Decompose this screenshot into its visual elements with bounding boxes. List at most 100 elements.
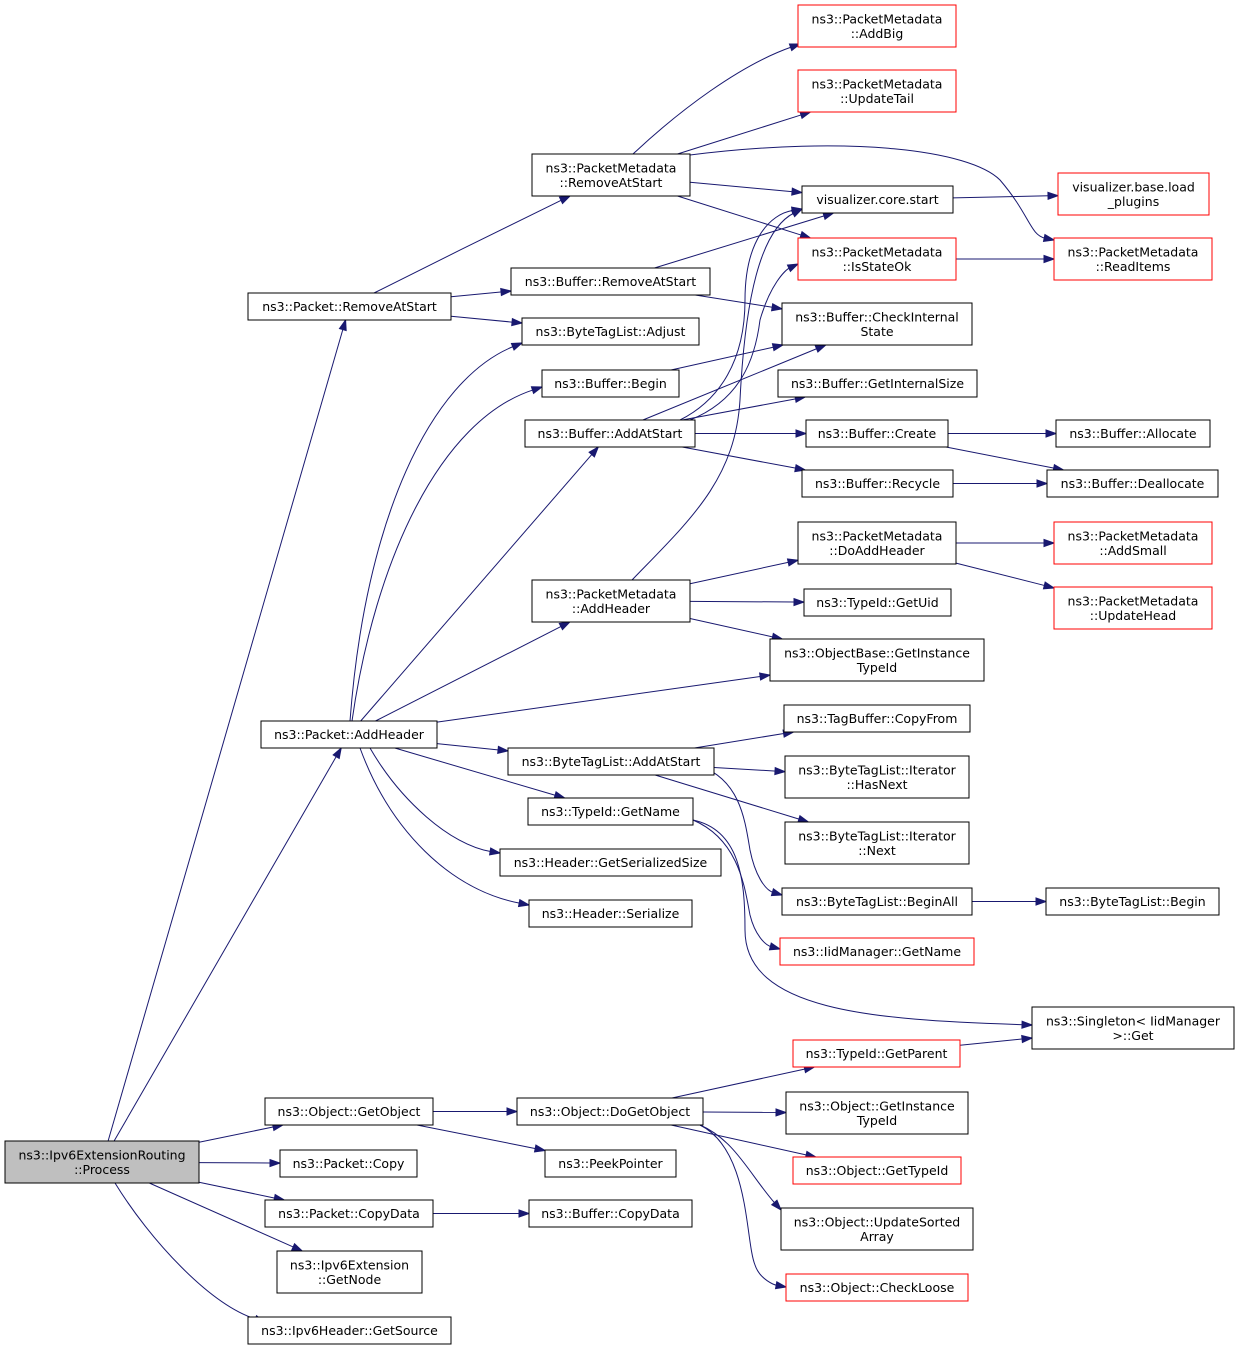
function-name-label: _plugins (1107, 194, 1159, 209)
function-node[interactable]: ns3::PacketMetadata::AddBig (797, 4, 957, 48)
function-node[interactable]: ns3::Buffer::Recycle (801, 469, 954, 498)
function-name-label: ns3::Object::GetInstance (799, 1098, 955, 1113)
function-node[interactable]: ns3::ByteTagList::Iterator::HasNext (784, 755, 970, 799)
edge-n18-n41 (699, 1124, 788, 1290)
edge-n24-n43 (956, 254, 1056, 264)
function-node[interactable]: ns3::Buffer::CopyData (528, 1199, 693, 1228)
edge-n37-n48 (959, 1034, 1034, 1046)
function-name-label: ::DoAddHeader (829, 543, 925, 558)
function-name-label: ns3::PacketMetadata (1068, 593, 1199, 608)
function-node[interactable]: ns3::TypeId::GetParent (792, 1039, 961, 1068)
function-node[interactable]: ns3::Buffer::Create (805, 419, 949, 448)
function-node[interactable]: ns3::TagBuffer::CopyFrom (783, 704, 971, 733)
function-name-label: ns3::ByteTagList::Begin (1059, 894, 1205, 909)
function-node[interactable]: ns3::ByteTagList::Iterator::Next (784, 821, 970, 865)
edge-n8-n43 (689, 145, 1056, 242)
function-node[interactable]: ns3::Buffer::RemoveAtStart (510, 267, 711, 296)
function-node[interactable]: ns3::Header::Serialize (528, 899, 693, 928)
function-node[interactable]: ns3::PeekPointer (544, 1149, 677, 1178)
function-node[interactable]: ns3::PacketMetadata::UpdateHead (1053, 586, 1213, 630)
edge-n12-n26 (682, 394, 807, 421)
function-name-label: ::IsStateOk (843, 259, 913, 274)
function-node[interactable]: ns3::Ipv6Header::GetSource (247, 1316, 452, 1345)
function-name-label: ::Next (858, 843, 896, 858)
function-name-label: ns3::Packet::AddHeader (274, 727, 425, 742)
function-name-label: ::AddSmall (1099, 543, 1166, 558)
function-node[interactable]: ns3::Object::GetTypeId (792, 1156, 962, 1185)
edge-n11-n25 (670, 343, 785, 371)
function-name-label: ns3::PacketMetadata (812, 11, 943, 26)
edge-n8-n23 (689, 181, 804, 196)
function-node[interactable]: ns3::Packet::RemoveAtStart (247, 292, 452, 321)
function-name-label: ns3::PacketMetadata (812, 76, 943, 91)
edge-n1-n10 (450, 315, 524, 327)
function-name-label: ::AddHeader (572, 601, 651, 616)
edge-n12-n24 (689, 263, 800, 421)
function-name-label: TypeId (856, 660, 897, 675)
function-node[interactable]: ns3::TypeId::GetName (527, 797, 694, 826)
function-node[interactable]: ns3::Packet::Copy (279, 1149, 418, 1178)
edge-n14-n35 (699, 765, 784, 897)
function-node[interactable]: ns3::Object::GetObject (264, 1097, 434, 1126)
function-node[interactable]: ns3::Buffer::Allocate (1055, 419, 1211, 448)
edge-n13-n31 (689, 618, 784, 641)
function-node[interactable]: ns3::ByteTagList::AddAtStart (507, 747, 715, 776)
function-node[interactable]: ns3::ByteTagList::Adjust (521, 317, 700, 346)
function-name-label: ns3::IidManager::GetName (793, 944, 961, 959)
function-node[interactable]: ns3::PacketMetadata::DoAddHeader (797, 521, 957, 565)
function-name-label: ns3::Packet::Copy (293, 1156, 405, 1171)
function-name-label: ns3::Object::CheckLoose (800, 1280, 955, 1295)
function-node[interactable]: ns3::PacketMetadata::AddHeader (531, 579, 691, 623)
function-node[interactable]: ns3::PacketMetadata::IsStateOk (797, 237, 957, 281)
function-node[interactable]: ns3::Packet::AddHeader (260, 720, 438, 749)
function-name-label: ns3::Buffer::RemoveAtStart (525, 274, 697, 289)
function-name-label: ::RemoveAtStart (560, 175, 663, 190)
function-node[interactable]: ns3::Buffer::GetInternalSize (777, 369, 978, 398)
function-name-label: ns3::ByteTagList::Iterator (798, 828, 956, 843)
function-node[interactable]: ns3::Header::GetSerializedSize (499, 848, 722, 877)
function-node[interactable]: ns3::Singleton< IidManager >::Get (1031, 1006, 1235, 1050)
edge-n18-n38 (702, 1108, 788, 1117)
function-node[interactable]: ns3::IidManager::GetName (779, 937, 975, 966)
function-node[interactable]: ns3::ByteTagList::BeginAll (781, 887, 973, 916)
function-node[interactable]: visualizer.base.load_plugins (1057, 172, 1210, 216)
edge-n8-n21 (632, 43, 802, 155)
function-name-label: ns3::Header::Serialize (542, 906, 680, 921)
edge-n2-n12 (360, 445, 600, 722)
edge-n2-n17 (359, 747, 531, 908)
function-name-label: ns3::ByteTagList::Adjust (536, 324, 686, 339)
edge-n18-n40 (699, 1124, 783, 1212)
function-node[interactable]: ns3::PacketMetadata::ReadItems (1053, 237, 1213, 281)
edge-n0-n5 (198, 1181, 286, 1202)
function-node[interactable]: ns3::Object::DoGetObject (516, 1097, 704, 1126)
function-node[interactable]: ns3::Buffer::AddAtStart (524, 419, 696, 448)
edge-n0-n4 (198, 1158, 282, 1168)
function-name-label: ns3::Ipv6Header::GetSource (261, 1323, 438, 1338)
edge-n2-n14 (436, 743, 510, 754)
function-node[interactable]: ns3::Packet::CopyData (264, 1199, 434, 1228)
function-name-label: ::HasNext (846, 777, 907, 792)
function-name-label: ::AddBig (851, 26, 904, 41)
edge-n27-n45 (945, 446, 1066, 473)
edge-n15-n36 (692, 819, 782, 951)
function-node[interactable]: ns3::PacketMetadata::AddSmall (1053, 521, 1213, 565)
function-node[interactable]: visualizer.core.start (801, 185, 954, 214)
edge-n13-n23 (631, 208, 804, 581)
function-node[interactable]: ns3::Ipv6Extension::GetNode (276, 1250, 423, 1294)
function-node[interactable]: ns3::Buffer::Begin (541, 369, 680, 398)
edge-n27-n44 (948, 429, 1058, 438)
function-node[interactable]: ns3::PacketMetadata::RemoveAtStart (531, 153, 691, 197)
function-node[interactable]: ns3::TypeId::GetUid (803, 588, 952, 617)
edge-n9-n25 (695, 294, 784, 312)
function-node[interactable]: ns3::Buffer::Deallocate (1046, 469, 1219, 498)
function-node[interactable]: ns3::PacketMetadata::UpdateTail (797, 69, 957, 113)
function-name-label: ns3::PacketMetadata (1068, 528, 1199, 543)
function-node[interactable]: ns3::Object::CheckLoose (785, 1273, 969, 1302)
edge-n0-n3 (198, 1122, 285, 1143)
function-name-label: ns3::TypeId::GetParent (806, 1046, 948, 1061)
function-node[interactable]: ns3::ByteTagList::Begin (1045, 887, 1220, 916)
